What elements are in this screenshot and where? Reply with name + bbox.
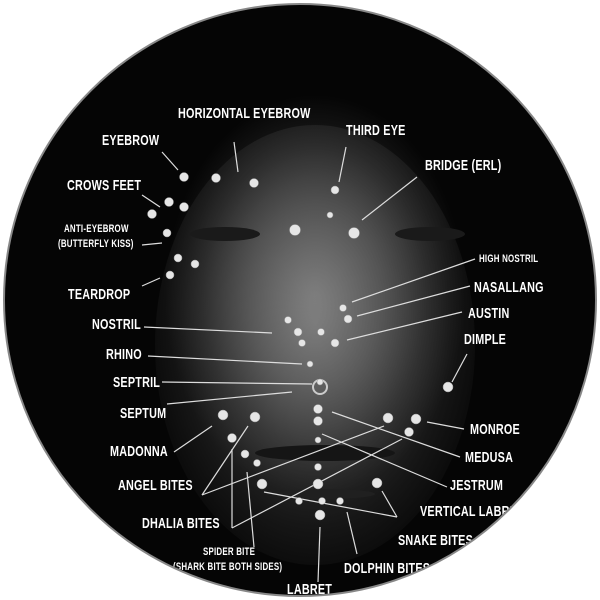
label-dhalia-bites: DHALIA BITES bbox=[142, 515, 220, 532]
label-spider-bite: SPIDER BITE bbox=[203, 546, 256, 558]
label-rhino: RHINO bbox=[106, 346, 142, 363]
label-septum: SEPTUM bbox=[120, 405, 167, 422]
mouth-lower bbox=[275, 489, 375, 499]
label-angel-bites: ANGEL BITES bbox=[118, 477, 193, 494]
label-dimple: DIMPLE bbox=[464, 331, 507, 348]
label-high-nostril: HIGH NOSTRIL bbox=[479, 253, 539, 265]
label-third-eye: THIRD EYE bbox=[346, 122, 406, 139]
label-snake-bites: SNAKE BITES bbox=[398, 532, 473, 549]
label-crows-feet: CROWS FEET bbox=[67, 177, 142, 194]
face-diagram-disc: HORIZONTAL EYEBROW EYEBROW THIRD EYE BRI… bbox=[3, 3, 597, 597]
label-nostril: NOSTRIL bbox=[92, 316, 141, 333]
label-monroe: MONROE bbox=[470, 421, 520, 438]
label-nasallang: NASALLANG bbox=[474, 279, 544, 296]
leader-lines bbox=[141, 141, 476, 583]
label-austin: AUSTIN bbox=[468, 305, 510, 322]
label-teardrop: TEARDROP bbox=[68, 286, 131, 303]
piercing-studs bbox=[147, 172, 454, 521]
label-horizontal-eyebrow: HORIZONTAL EYEBROW bbox=[178, 105, 311, 122]
left-eye bbox=[190, 227, 260, 241]
right-eye bbox=[395, 227, 465, 241]
mouth bbox=[255, 445, 395, 461]
label-shark-bite: (SHARK BITE BOTH SIDES) bbox=[173, 561, 283, 573]
label-butterfly-kiss: (BUTTERFLY KISS) bbox=[58, 238, 134, 250]
label-vertical-labret: VERTICAL LABRET bbox=[420, 503, 524, 520]
label-labret: LABRET bbox=[287, 581, 333, 597]
label-anti-eyebrow: ANTI-EYEBROW bbox=[64, 223, 129, 235]
label-madonna: MADONNA bbox=[110, 443, 168, 460]
label-eyebrow: EYEBROW bbox=[102, 132, 160, 149]
label-bridge: BRIDGE (ERL) bbox=[425, 157, 502, 174]
leader-lines-and-studs bbox=[141, 141, 476, 583]
label-dolphin-bites: DOLPHIN BITES bbox=[344, 560, 431, 577]
label-medusa: MEDUSA bbox=[465, 449, 514, 466]
label-jestrum: JESTRUM bbox=[450, 477, 504, 494]
label-septril: SEPTRIL bbox=[113, 374, 161, 391]
